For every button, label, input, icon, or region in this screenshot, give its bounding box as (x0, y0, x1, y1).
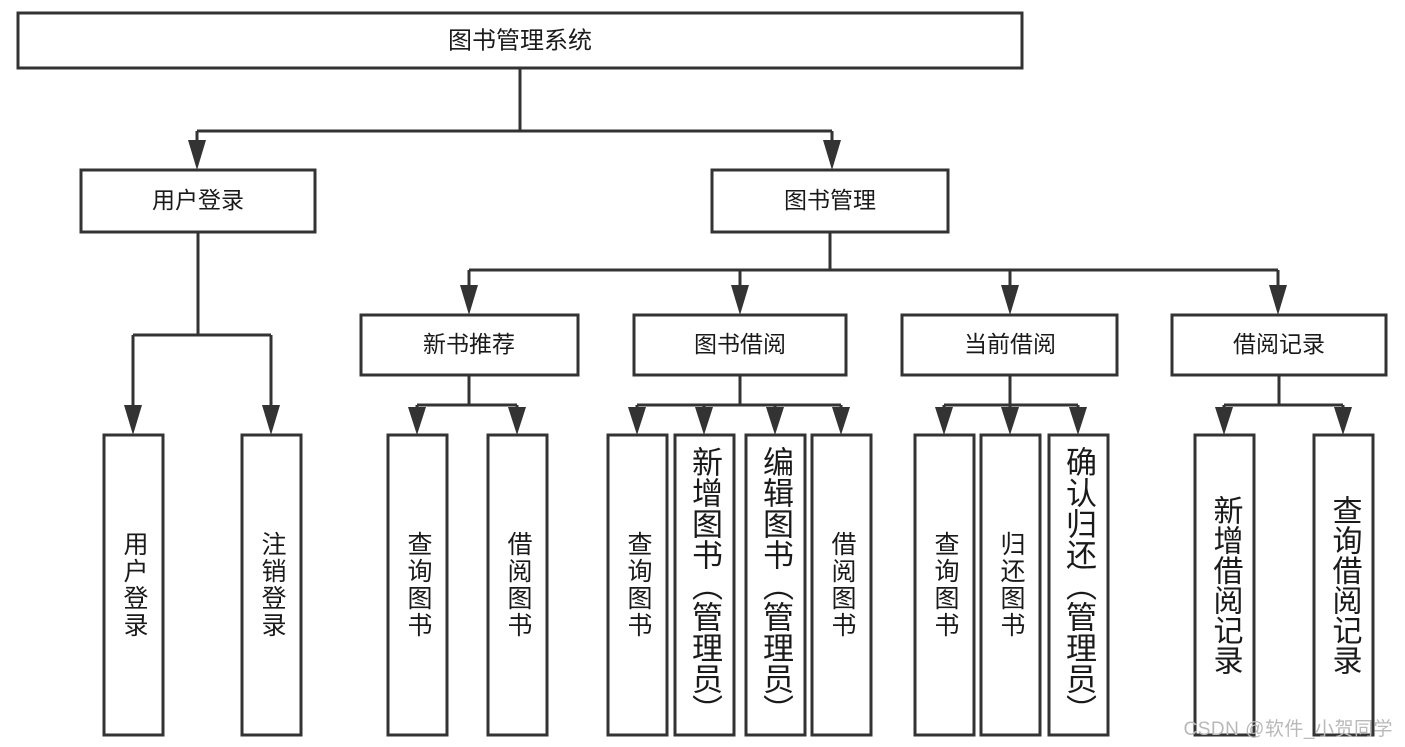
node-new-book-rec-rect (359, 313, 580, 377)
leaf-edit-book-rect (744, 433, 807, 737)
node-root-label: 图书管理系统 (448, 27, 592, 54)
arrow-head-icon (935, 407, 953, 435)
leaf-borrow-book-1-rect (486, 433, 549, 737)
arrow-head-icon (188, 140, 206, 170)
node-current-borrow-rect (900, 313, 1119, 377)
leaf-add-record-rect (1193, 433, 1256, 737)
connector-current-borrow-to-leaves (935, 375, 1087, 435)
node-book-manage[interactable]: 图书管理 (710, 168, 950, 234)
arrow-head-icon (832, 407, 850, 435)
arrow-head-icon (408, 407, 426, 435)
node-book-borrow-label: 图书借阅 (694, 331, 786, 357)
leaf-query-book-3-rect (913, 433, 976, 737)
leaf-node-borrow-book-2[interactable] (810, 433, 873, 737)
leaf-node-confirm-return[interactable] (1047, 433, 1110, 737)
leaf-add-book-rect (673, 433, 736, 737)
leaf-node-add-book[interactable] (673, 433, 736, 737)
arrow-head-icon (695, 407, 713, 435)
node-user-login-rect (79, 168, 317, 234)
node-new-book-rec[interactable]: 新书推荐 (359, 313, 580, 377)
leaf-confirm-return-rect (1047, 433, 1110, 737)
node-root[interactable]: 图书管理系统 (16, 11, 1024, 70)
arrow-head-icon (1001, 285, 1019, 315)
connector-borrow-record-to-leaves (1215, 375, 1352, 435)
connector-book-borrow-to-leaves (628, 375, 850, 435)
arrow-head-icon (823, 140, 841, 170)
node-borrow-record[interactable]: 借阅记录 (1170, 313, 1388, 377)
leaf-user-logout-rect (240, 433, 303, 737)
arrow-head-icon (460, 285, 478, 315)
connector-new-book-rec-to-leaves (408, 375, 526, 435)
arrow-head-icon (1334, 407, 1352, 435)
arrow-head-icon (1001, 407, 1019, 435)
leaf-node-query-record[interactable] (1312, 433, 1375, 737)
node-root-rect (16, 11, 1024, 70)
leaf-return-book-rect (979, 433, 1042, 737)
arrow-head-icon (628, 407, 646, 435)
connector-user-login-to-leaves (124, 232, 280, 435)
node-book-borrow[interactable]: 图书借阅 (632, 313, 848, 377)
node-book-manage-label: 图书管理 (784, 187, 876, 213)
leaf-query-book-2-rect (606, 433, 669, 737)
node-borrow-record-label: 借阅记录 (1233, 331, 1325, 357)
connector-book-manage-to-level3 (460, 232, 1287, 315)
leaf-user-login-rect (102, 433, 165, 737)
watermark-text: CSDN @软件_小贺同学 (1183, 719, 1393, 740)
leaf-node-user-login[interactable] (102, 433, 165, 737)
leaf-node-add-record[interactable] (1193, 433, 1256, 737)
arrow-head-icon (124, 405, 142, 435)
node-user-login-label: 用户登录 (152, 187, 244, 213)
leaf-node-query-book-3[interactable] (913, 433, 976, 737)
arrow-head-icon (731, 285, 749, 315)
node-user-login[interactable]: 用户登录 (79, 168, 317, 234)
arrow-head-icon (262, 405, 280, 435)
node-current-borrow[interactable]: 当前借阅 (900, 313, 1119, 377)
connector-root-to-level2 (188, 68, 841, 170)
arrow-head-icon (1269, 285, 1287, 315)
arrow-head-icon (1069, 407, 1087, 435)
node-new-book-rec-label: 新书推荐 (423, 331, 515, 357)
node-current-borrow-label: 当前借阅 (964, 331, 1056, 357)
arrow-head-icon (508, 407, 526, 435)
leaf-node-query-book-1[interactable] (386, 433, 449, 737)
leaf-node-return-book[interactable] (979, 433, 1042, 737)
leaf-query-book-1-rect (386, 433, 449, 737)
arrow-head-icon (1215, 407, 1233, 435)
arrow-head-icon (766, 407, 784, 435)
leaf-node-query-book-2[interactable] (606, 433, 669, 737)
leaf-node-user-logout[interactable] (240, 433, 303, 737)
leaf-query-record-rect (1312, 433, 1375, 737)
leaf-borrow-book-2-rect (810, 433, 873, 737)
leaf-node-borrow-book-1[interactable] (486, 433, 549, 737)
leaf-node-edit-book[interactable] (744, 433, 807, 737)
